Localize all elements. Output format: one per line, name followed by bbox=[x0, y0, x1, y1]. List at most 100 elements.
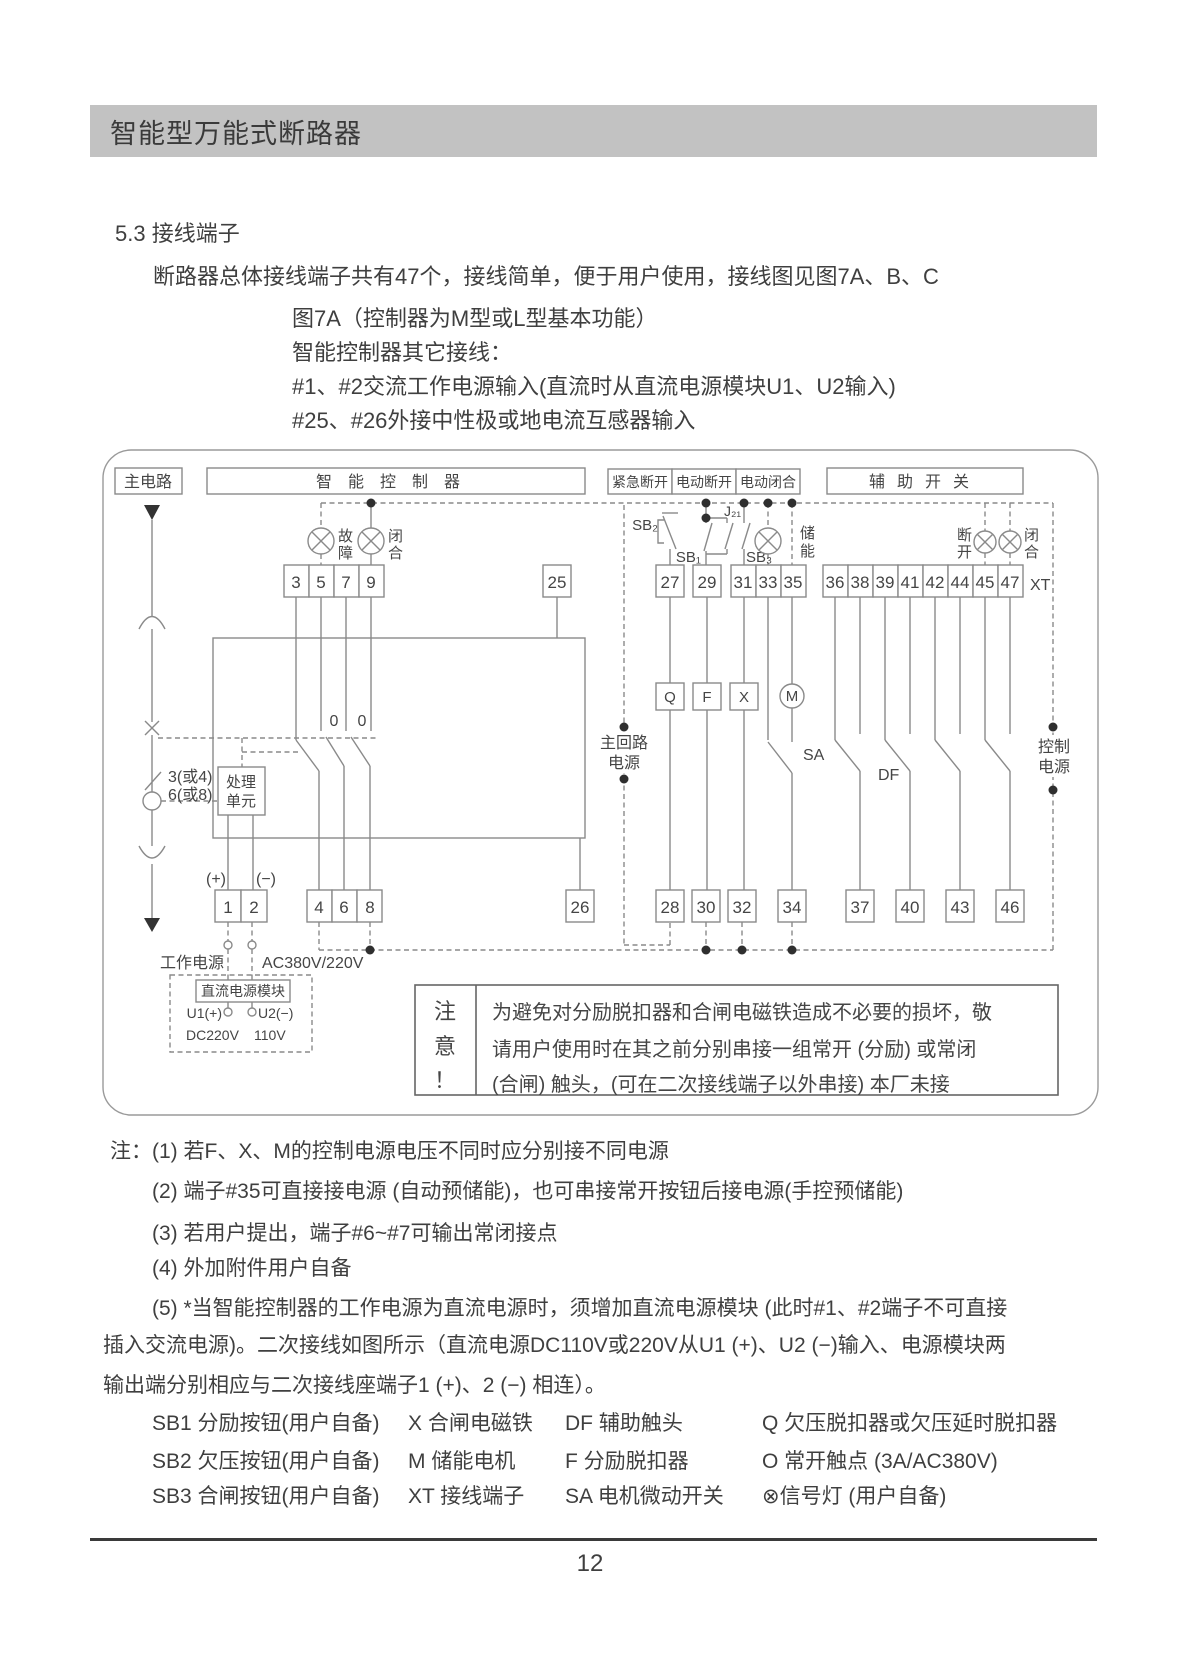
terminal-27 bbox=[655, 564, 685, 598]
terminal-28 bbox=[655, 889, 685, 923]
close-lamp-label: 闭 bbox=[1024, 527, 1039, 544]
close-lamp-label: 合 bbox=[1024, 544, 1039, 561]
pole-label-2: 6(或8) bbox=[168, 786, 212, 804]
caution-line: 请用户使用时在其之前分别串接一组常开 (分励) 或常闭 bbox=[492, 1038, 976, 1061]
caution-title: 意 bbox=[434, 1034, 456, 1059]
note-item-4: (4) 外加附件用户自备 bbox=[152, 1257, 352, 1280]
terminal-number: 29 bbox=[698, 573, 717, 592]
store-lamp-label: 储 bbox=[800, 525, 815, 542]
page-title: 智能型万能式断路器 bbox=[110, 118, 362, 149]
electric-close-label: 电动闭合 bbox=[740, 474, 796, 490]
figure-border bbox=[102, 449, 1099, 1116]
terminal-37 bbox=[845, 889, 875, 923]
minus-label: (−) bbox=[256, 871, 276, 888]
legend-cell: SB1 分励按钮(用户自备) bbox=[152, 1412, 380, 1435]
legend-cell: Q 欠压脱扣器或欠压延时脱扣器 bbox=[762, 1412, 1058, 1435]
page-number: 12 bbox=[576, 1550, 604, 1577]
intro-other: 智能控制器其它接线： bbox=[292, 340, 513, 365]
caution-title: 注 bbox=[434, 999, 456, 1024]
note-item-5: (5) *当智能控制器的工作电源为直流电源时，须增加直流电源模块 (此时#1、#… bbox=[152, 1297, 1008, 1320]
close-lamp-icon bbox=[998, 530, 1022, 554]
pole-label-1: 3(或4) bbox=[168, 768, 212, 786]
x-device-label: X bbox=[739, 689, 749, 706]
breaker-x-icon bbox=[144, 720, 160, 736]
terminal-number: 36 bbox=[826, 573, 845, 592]
dc-power-module bbox=[169, 940, 313, 1053]
plus-label: (+) bbox=[206, 871, 226, 888]
smart-controller-label: 智能控制器 bbox=[316, 473, 476, 491]
terminal-46 bbox=[995, 889, 1025, 923]
closed-lamp-icon bbox=[357, 503, 385, 565]
aux-contact-zero: 0 bbox=[330, 713, 339, 730]
terminal-30 bbox=[691, 889, 721, 923]
terminal-number: 3 bbox=[291, 573, 300, 592]
legend-cell: SB2 欠压按钮(用户自备) bbox=[152, 1450, 380, 1473]
closed-lamp-label: 闭 bbox=[388, 528, 403, 545]
note-item-5-cont1: 插入交流电源)。二次接线如图所示（直流电源DC110V或220V从U1 (+)、… bbox=[103, 1334, 1006, 1357]
terminal-number: 40 bbox=[901, 898, 920, 917]
terminal-strip-36-47: 36 38 39 41 42 44 45 47 bbox=[822, 564, 1024, 598]
ac-voltage-label: AC380V/220V bbox=[262, 955, 364, 972]
arrow-down-icon bbox=[144, 505, 160, 520]
terminal-number: 4 bbox=[314, 898, 323, 917]
df-label: DF bbox=[878, 767, 900, 784]
ct-coil-icon bbox=[138, 845, 166, 859]
xt-label: XT bbox=[1030, 577, 1051, 594]
main-circuit-label: 主电路 bbox=[124, 473, 172, 491]
q-device-label: Q bbox=[664, 689, 676, 706]
caution-line: 为避免对分励脱扣器和合闸电磁铁造成不必要的损坏，敬 bbox=[492, 1001, 992, 1024]
legend-cell: F 分励脱扣器 bbox=[565, 1450, 689, 1473]
work-power-label: 工作电源 bbox=[160, 954, 224, 972]
note-item-3: (3) 若用户提出，端子#6~#7可输出常闭接点 bbox=[152, 1222, 558, 1245]
controller-internal-box: 0 0 处理 单元 bbox=[212, 597, 586, 890]
aux-switch-label: 辅助开关 bbox=[869, 473, 981, 491]
terminal-43 bbox=[945, 889, 975, 923]
terminal-number: 37 bbox=[851, 898, 870, 917]
processing-unit-box bbox=[217, 766, 266, 816]
note-item-1: (1) 若F、X、M的控制电源电压不同时应分别接不同电源 bbox=[152, 1140, 669, 1163]
electric-open-label: 电动断开 bbox=[676, 474, 732, 490]
u1-label: U1(+) bbox=[187, 1005, 222, 1021]
u2-label: U2(−) bbox=[258, 1005, 293, 1021]
terminal-number: 47 bbox=[1001, 573, 1020, 592]
terminal-number: 8 bbox=[365, 898, 374, 917]
terminal-strip-12: 1 2 bbox=[214, 889, 268, 923]
junction-dots bbox=[365, 498, 1058, 955]
dc110-label: 110V bbox=[254, 1027, 286, 1043]
terminal-29 bbox=[692, 564, 722, 598]
page-header-bar: 智能型万能式断路器 bbox=[90, 105, 1097, 157]
intro-line1: #1、#2交流工作电源输入(直流时从直流电源模块U1、U2输入) bbox=[292, 374, 896, 399]
open-lamp-label: 断 bbox=[957, 527, 972, 544]
caution-title: ！ bbox=[434, 1068, 456, 1093]
terminal-number: 41 bbox=[901, 573, 920, 592]
fault-lamp-label: 故 bbox=[338, 528, 353, 545]
terminal-25 bbox=[542, 564, 572, 598]
open-lamp-label: 开 bbox=[957, 544, 972, 561]
store-lamp-icon bbox=[754, 527, 782, 555]
terminal-number: 30 bbox=[697, 898, 716, 917]
terminal-number: 39 bbox=[876, 573, 895, 592]
processing-unit-label: 单元 bbox=[226, 793, 256, 810]
df-contact-groups bbox=[834, 597, 1011, 890]
main-circuit-column: 3(或4) 6(或8) bbox=[138, 505, 212, 932]
emergency-open-label: 紧急断开 bbox=[612, 474, 668, 490]
sb1-label: SB₁ bbox=[676, 549, 701, 566]
terminal-strip-313335: 31 33 35 bbox=[730, 564, 807, 598]
terminal-26 bbox=[565, 889, 595, 923]
intro-line2: #25、#26外接中性极或地电流互感器输入 bbox=[292, 408, 696, 433]
figure-caption: 图7A（控制器为M型或L型基本功能） bbox=[292, 306, 658, 331]
terminal-number: 33 bbox=[759, 573, 778, 592]
legend-cell: O 常开触点 (3A/AC380V) bbox=[762, 1450, 998, 1473]
diagram-header-boxes: 主电路 智能控制器 紧急断开 电动断开 电动闭合 辅助开关 bbox=[114, 467, 1024, 495]
caution-line: (合闸) 触头，(可在二次接线端子以外串接) 本厂未接 bbox=[492, 1073, 950, 1096]
terminal-number: 7 bbox=[341, 573, 350, 592]
terminal-number: 34 bbox=[783, 898, 802, 917]
note-item-2: (2) 端子#35可直接接电源 (自动预储能)，也可串接常开按钮后接电源(手控预… bbox=[152, 1180, 904, 1203]
main-loop-power-label: 主回路 bbox=[600, 734, 648, 752]
terminal-strip-3579: 3 5 7 9 bbox=[283, 564, 385, 598]
